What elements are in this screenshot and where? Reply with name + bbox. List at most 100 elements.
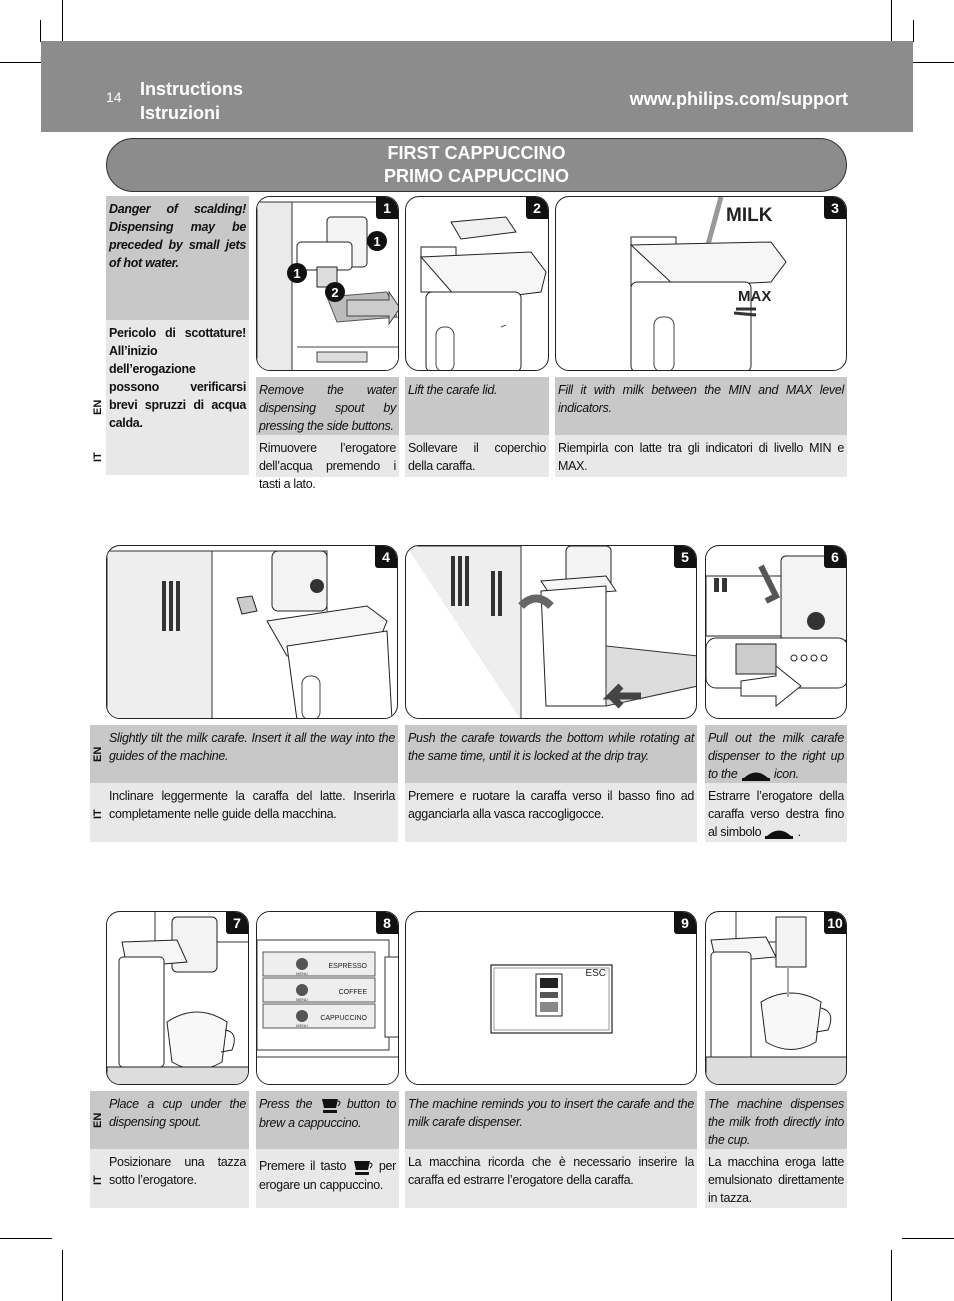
crop-mark	[0, 62, 52, 63]
cappuccino-button-icon	[321, 1098, 341, 1113]
header-title-en: Instructions	[140, 79, 244, 99]
callout-1: 1	[293, 266, 300, 281]
display-screen-illustration: ESC	[490, 964, 613, 1034]
crop-mark	[62, 0, 63, 52]
callout-2: 2	[331, 285, 338, 300]
page-header: 14 Instructions Istruzioni www.philips.c…	[41, 41, 913, 132]
step-8-text-it: Premere il tasto per erogare un cappucci…	[256, 1149, 399, 1208]
place-cup-illustration	[107, 912, 248, 1084]
section-title-en: FIRST CAPPUCCINO	[387, 143, 566, 163]
section-title-it: PRIMO CAPPUCCINO	[383, 166, 569, 186]
step-number: 9	[674, 912, 696, 934]
step-9-illustration: ESC 9	[405, 911, 697, 1085]
esc-label: ESC	[585, 968, 606, 979]
crop-mark	[902, 1238, 954, 1239]
milk-label: MILK	[726, 205, 773, 226]
crop-mark	[0, 1238, 52, 1239]
cappuccino-button-icon	[354, 1160, 373, 1175]
pull-dispenser-illustration	[706, 555, 846, 708]
lang-label-en: EN	[92, 1112, 104, 1128]
step-8-text-en-a: Press the	[259, 1097, 313, 1111]
lang-label-it: IT	[92, 809, 104, 819]
lang-label-en: EN	[92, 746, 104, 762]
lang-strip	[90, 1091, 106, 1149]
step-6-text-en-b: icon.	[773, 767, 799, 781]
step-3-illustration: MILK MAX 3	[555, 196, 847, 371]
lang-label-it: IT	[92, 1175, 104, 1185]
step-6-text-it-a: Estrarre l’erogatore della caraffa verso…	[708, 789, 844, 839]
step-number: 5	[674, 546, 696, 568]
step-8-text-en-b: button to brew a cappuccino.	[259, 1097, 396, 1130]
warning-en: Danger of scalding! Dispensing may be pr…	[106, 196, 249, 320]
step-number: 7	[226, 912, 248, 934]
control-panel-illustration: ESPRESSO COFFEE CAPPUCCINO MENU MENU MEN…	[257, 912, 398, 1084]
insert-carafe-illustration	[107, 550, 393, 718]
step-5-illustration: 5	[405, 545, 697, 719]
step-6-illustration: 6	[705, 545, 847, 719]
step-number: 4	[375, 546, 397, 568]
step-5-text-it: Premere e ruotare la caraffa verso il ba…	[405, 783, 697, 842]
step-number: 3	[824, 197, 846, 219]
step-10-text-it: La macchina eroga latte emulsionato dire…	[705, 1149, 847, 1208]
header-title-it: Istruzioni	[140, 103, 220, 123]
step-number: 1	[376, 197, 398, 219]
step-number: 6	[824, 546, 846, 568]
step-3-text-en: Fill it with milk between the MIN and MA…	[555, 377, 847, 435]
step-8-text-en: Press the button to brew a cappuccino.	[256, 1091, 399, 1149]
max-label: MAX	[738, 288, 771, 305]
crop-mark	[913, 20, 914, 42]
crop-mark	[40, 20, 41, 42]
step-number: 2	[526, 197, 548, 219]
step-number: 8	[376, 912, 398, 934]
dispenser-position-icon	[765, 830, 794, 839]
menu-label: MENU	[296, 1023, 308, 1028]
step-9-text-en: The machine reminds you to insert the ca…	[405, 1091, 697, 1149]
page-number: 14	[106, 89, 122, 105]
coffee-label: COFFEE	[339, 989, 368, 996]
step-2-text-en: Lift the carafe lid.	[405, 377, 549, 435]
lang-strip	[90, 783, 106, 842]
step-6-text-en: Pull out the milk carafe dispenser to th…	[705, 725, 847, 783]
step-7-illustration: 7	[106, 911, 249, 1085]
step-6-text-it-b: .	[797, 825, 802, 839]
step-3-text-it: Riempirla con latte tra gli indicatori d…	[555, 435, 847, 477]
step-9-text-it: La macchina ricorda che è necessario ins…	[405, 1149, 697, 1208]
section-banner: FIRST CAPPUCCINO PRIMO CAPPUCCINO	[106, 138, 847, 192]
step-7-text-it: Posizionare una tazza sotto l’erogatore.	[106, 1149, 249, 1208]
dispenser-position-icon	[741, 772, 770, 781]
step-2-text-it: Sollevare il coperchio della caraffa.	[405, 435, 549, 477]
step-5-text-en: Push the carafe towards the bottom while…	[405, 725, 697, 783]
step-4-text-it: Inclinare leggermente la caraffa del lat…	[106, 783, 398, 842]
machine-spout-illustration: 1 1 2	[257, 197, 398, 370]
crop-mark	[902, 62, 954, 63]
lock-carafe-illustration	[406, 546, 696, 718]
step-1-text-en: Remove the water dispensing spout by pre…	[256, 377, 399, 435]
step-1-text-it: Rimuovere l’erogatore dell’acqua premend…	[256, 435, 399, 491]
espresso-label: ESPRESSO	[328, 963, 367, 970]
crop-mark	[891, 0, 892, 52]
warning-it: Pericolo di scottature! All’inizio dell’…	[106, 320, 249, 475]
callout-1: 1	[373, 234, 380, 249]
step-6-text-it: Estrarre l’erogatore della caraffa verso…	[705, 783, 847, 842]
step-number: 10	[824, 912, 846, 934]
lang-label-it: IT	[92, 452, 104, 462]
crop-mark	[891, 1250, 892, 1301]
step-10-text-en: The machine dispenses the milk froth dir…	[705, 1091, 847, 1149]
step-8-text-it-a: Premere il tasto	[259, 1159, 347, 1173]
menu-label: MENU	[296, 997, 308, 1002]
cappuccino-label: CAPPUCCINO	[320, 1015, 367, 1022]
step-1-illustration: 1 1 2 1	[256, 196, 399, 371]
carafe-lid-illustration	[419, 216, 547, 370]
fill-milk-illustration: MILK MAX	[629, 197, 787, 370]
step-8-illustration: ESPRESSO COFFEE CAPPUCCINO MENU MENU MEN…	[256, 911, 399, 1085]
step-10-illustration: 10	[705, 911, 847, 1085]
menu-label: MENU	[296, 971, 308, 976]
support-link[interactable]: www.philips.com/support	[629, 89, 848, 109]
step-8-text-it-b: per erogare un cappuccino.	[259, 1159, 396, 1192]
step-6-text-en-a: Pull out the milk carafe dispenser to th…	[708, 731, 844, 781]
step-4-text-en: Slightly tilt the milk carafe. Insert it…	[106, 725, 398, 783]
lang-strip	[90, 1149, 106, 1208]
step-4-illustration: 4	[106, 545, 398, 719]
dispensing-froth-illustration	[706, 912, 846, 1084]
crop-mark	[62, 1250, 63, 1301]
